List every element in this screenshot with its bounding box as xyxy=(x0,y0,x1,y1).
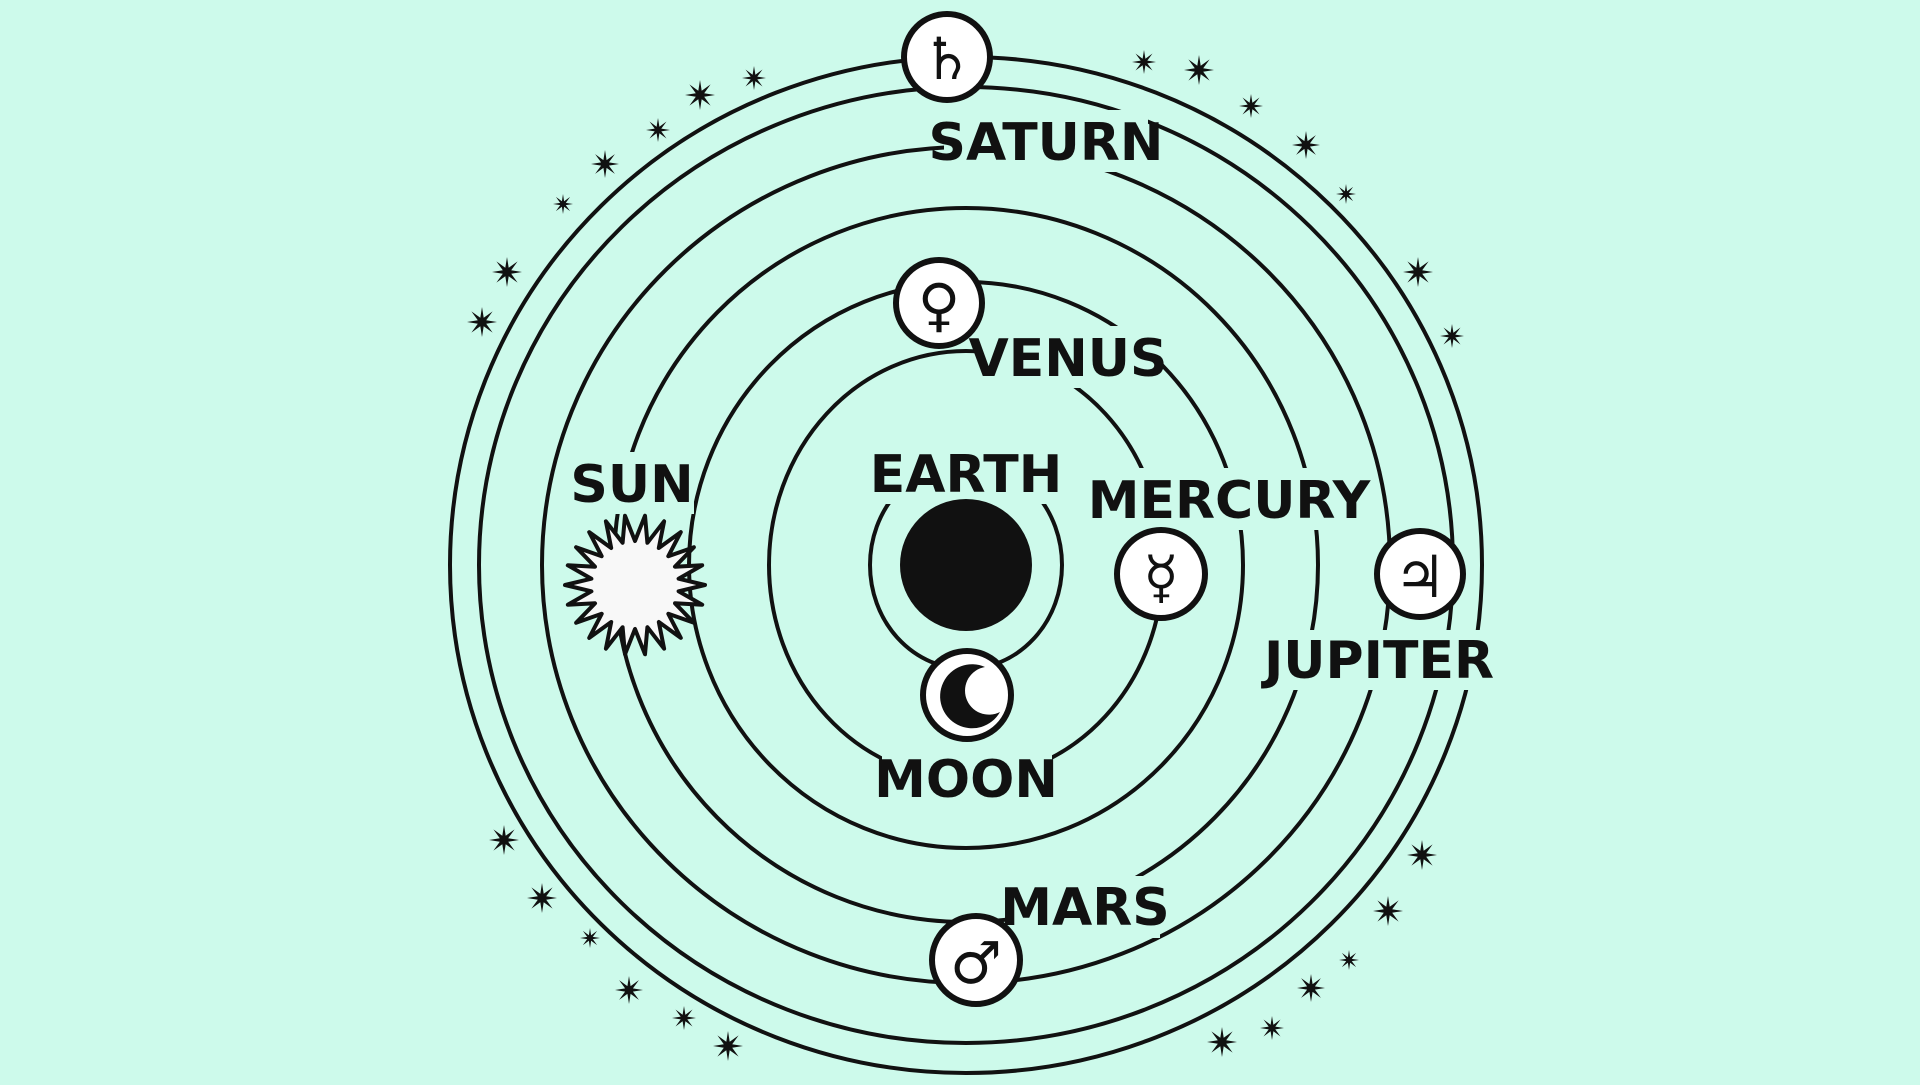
crescent-moon-icon xyxy=(940,664,1000,729)
saturn-badge: ♄ xyxy=(901,11,993,103)
gap-moon xyxy=(882,748,1052,810)
star-icon xyxy=(1440,324,1464,348)
label-saturn: SATURN xyxy=(929,113,1164,173)
star-icon xyxy=(1207,1027,1237,1057)
gap-mars xyxy=(1012,876,1160,938)
star-icon xyxy=(553,194,573,214)
star-icon xyxy=(489,825,519,855)
gap-sun xyxy=(570,452,694,514)
gap-venus xyxy=(980,326,1156,388)
saturn-symbol-icon: ♄ xyxy=(921,25,973,93)
star-icon xyxy=(1239,94,1263,118)
star-icon xyxy=(1260,1016,1284,1040)
gap-saturn xyxy=(944,110,1148,172)
label-gaps xyxy=(570,110,1482,938)
star-icon xyxy=(1373,896,1403,926)
star-icon xyxy=(1184,55,1214,85)
label-sun: SUN xyxy=(570,455,693,515)
moon-badge xyxy=(920,648,1014,742)
star-icon xyxy=(713,1031,743,1061)
earth-icon xyxy=(900,499,1032,631)
jupiter-symbol-icon: ♃ xyxy=(1394,543,1446,611)
venus-symbol-icon: ♀ xyxy=(918,271,960,339)
label-mars: MARS xyxy=(1000,878,1169,938)
star-icon xyxy=(492,257,522,287)
star-icon xyxy=(615,976,643,1004)
star-icon xyxy=(742,66,766,90)
star-icon xyxy=(1336,184,1356,204)
star-icon xyxy=(1132,50,1156,74)
label-earth: EARTH xyxy=(870,445,1062,505)
venus-badge: ♀ xyxy=(893,257,985,349)
star-icon xyxy=(1297,974,1325,1002)
star-icon xyxy=(1407,840,1437,870)
star-icon xyxy=(1339,950,1359,970)
star-icon xyxy=(1403,257,1433,287)
gap-jupiter xyxy=(1278,630,1482,690)
star-icon xyxy=(685,80,715,110)
jupiter-badge: ♃ xyxy=(1374,528,1466,620)
star-icon xyxy=(467,307,497,337)
mars-symbol-icon: ♂ xyxy=(950,929,1002,997)
mars-badge: ♂ xyxy=(929,913,1023,1007)
label-jupiter: JUPITER xyxy=(1261,631,1494,691)
sun-icon xyxy=(563,513,707,657)
gap-earth xyxy=(880,442,1052,504)
star-icon xyxy=(646,118,670,142)
star-icon xyxy=(591,150,619,178)
gap-mercury xyxy=(1108,468,1352,530)
star-icon xyxy=(672,1006,696,1030)
label-moon: MOON xyxy=(874,750,1058,810)
star-icon xyxy=(1292,131,1320,159)
star-icon xyxy=(527,883,557,913)
mercury-badge: ☿ xyxy=(1114,527,1208,621)
label-venus: VENUS xyxy=(969,329,1168,389)
star-field xyxy=(467,50,1464,1061)
mercury-symbol-icon: ☿ xyxy=(1143,543,1179,611)
star-icon xyxy=(580,928,600,948)
label-mercury: MERCURY xyxy=(1088,471,1372,531)
